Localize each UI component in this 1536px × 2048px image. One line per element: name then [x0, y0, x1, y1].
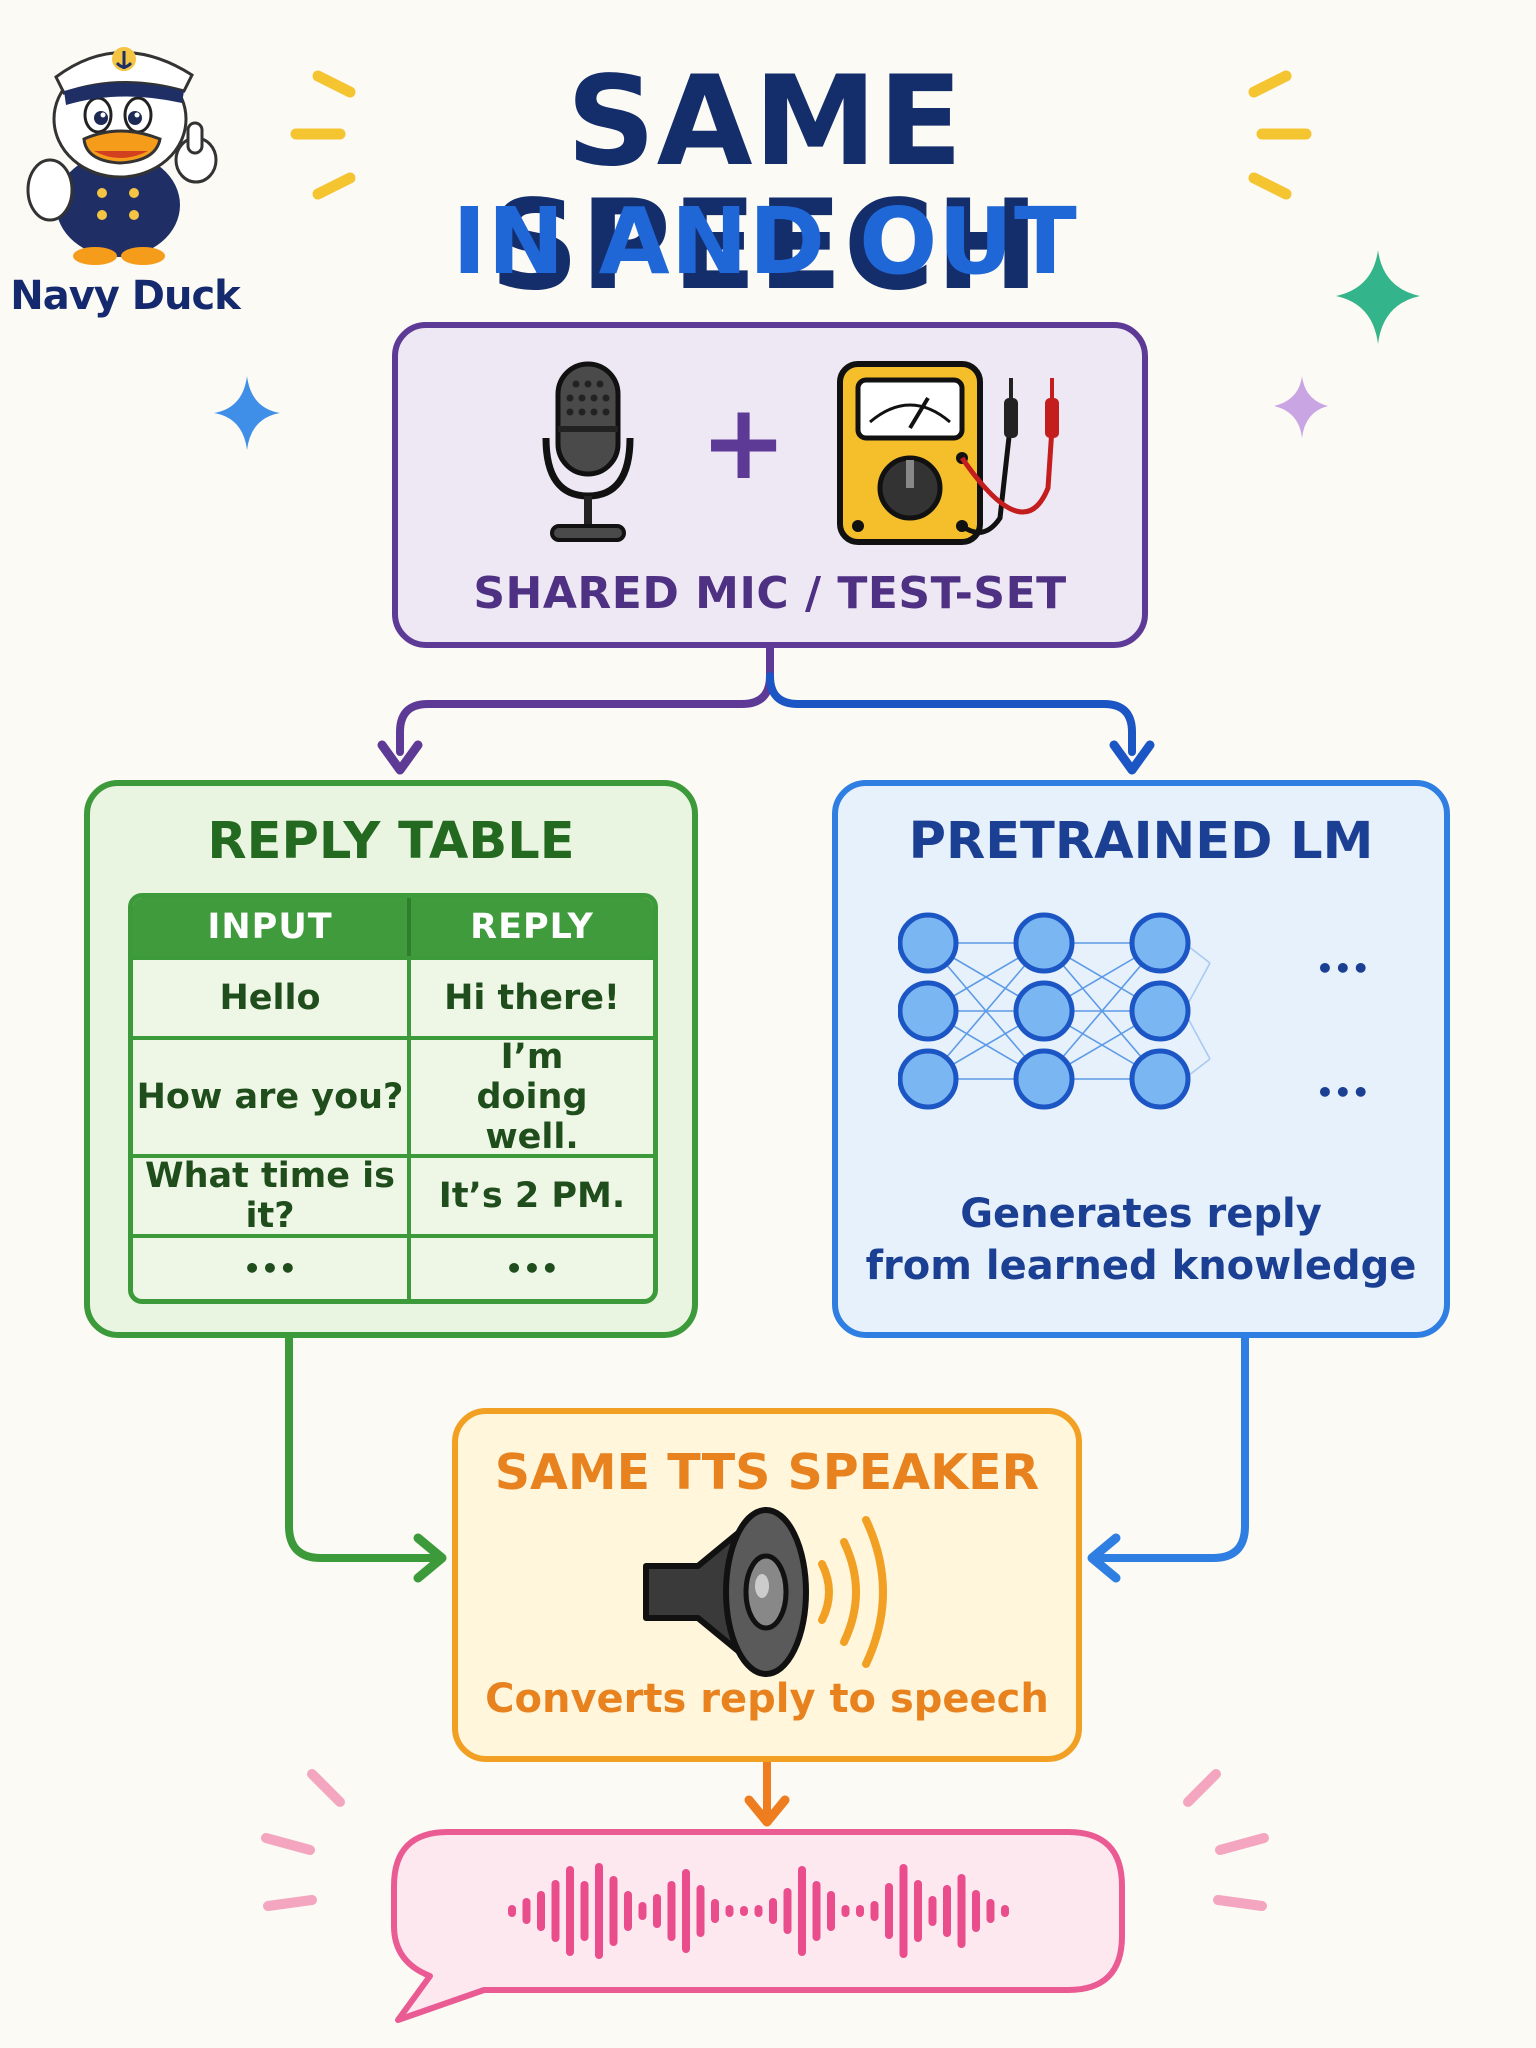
reply-table-heading: REPLY TABLE	[207, 812, 575, 871]
page-subtitle: IN AND OUT	[452, 188, 1078, 295]
tts-caption: Converts reply to speech	[485, 1676, 1049, 1722]
multimeter-icon	[837, 361, 1059, 545]
sound-wave-bar	[711, 1899, 719, 1923]
sound-wave-bar	[798, 1866, 806, 1956]
speech-output-bubble	[391, 1829, 1125, 2023]
sound-wave-bar	[595, 1863, 603, 1959]
table-header-row: INPUT REPLY	[133, 898, 653, 956]
microphone-icon	[542, 361, 634, 542]
sound-wave-bar	[580, 1881, 589, 1941]
sound-wave-bar	[754, 1905, 763, 1917]
input-source-caption: SHARED MIC / TEST-SET	[473, 568, 1067, 619]
column-header-input: INPUT	[133, 898, 411, 956]
network-node	[1129, 980, 1191, 1042]
sound-wave-bar	[740, 1906, 748, 1916]
sound-wave-bar	[609, 1876, 618, 1946]
plus-sign: +	[700, 381, 788, 503]
logo: Navy Duck	[10, 15, 241, 319]
network-ellipsis-top: •••	[1316, 952, 1370, 985]
sound-wave-bar	[696, 1885, 705, 1937]
input-source-box: + SHARED MIC / TEST-SET	[392, 322, 1148, 648]
sound-wave-bar	[856, 1905, 864, 1917]
sound-wave-bar	[551, 1880, 560, 1942]
duck-mascot-icon	[26, 47, 218, 265]
bubble-burst	[261, 1769, 1269, 1911]
pretrained-lm-box: PRETRAINED LM ••• ••• Generates reply fr…	[832, 780, 1450, 1338]
network-node	[1013, 1048, 1075, 1110]
reply-table: INPUT REPLY Hello Hi there! How are you?…	[128, 893, 658, 1304]
network-ellipsis-bottom: •••	[1316, 1076, 1370, 1109]
sound-wave-bar	[508, 1905, 516, 1917]
sound-wave-bar	[1001, 1905, 1009, 1917]
sound-wave-bar	[624, 1891, 632, 1931]
caption-line-1: Generates reply	[960, 1191, 1322, 1237]
sound-wave-bar	[725, 1905, 734, 1917]
page-title: SAME SPEECH	[489, 50, 1041, 318]
table-cell: How are you?	[133, 1040, 411, 1154]
tts-heading: SAME TTS SPEAKER	[494, 1444, 1040, 1501]
table-cell: Hi there!	[444, 977, 620, 1018]
pretrained-lm-caption: Generates reply from learned knowledge	[838, 1188, 1444, 1292]
table-cell: It’s 2 PM.	[438, 1175, 626, 1216]
table-row: What time is it? It’s 2 PM.	[133, 1154, 653, 1236]
network-node	[1129, 912, 1191, 974]
neural-network-icon	[898, 912, 1211, 1110]
caption-line-2: from learned knowledge	[865, 1243, 1417, 1289]
sound-wave-bar	[914, 1880, 922, 1942]
sound-wave-bar	[522, 1898, 531, 1924]
sparkle-icon	[1274, 376, 1328, 438]
table-cell: Hello	[133, 960, 411, 1036]
network-node	[1013, 912, 1075, 974]
reply-table-box: REPLY TABLE INPUT REPLY Hello Hi there! …	[84, 780, 698, 1338]
logo-text: Navy Duck	[10, 273, 241, 319]
sound-wave-bar	[957, 1874, 966, 1948]
table-row: Hello Hi there!	[133, 956, 653, 1036]
table-row: ••• •••	[133, 1234, 653, 1299]
network-node	[1013, 980, 1075, 1042]
network-node	[898, 912, 959, 974]
sound-wave-bar	[928, 1896, 937, 1926]
sound-wave-bar	[682, 1869, 690, 1953]
sound-wave-bar	[986, 1899, 995, 1923]
title-burst-right	[1248, 70, 1312, 200]
sound-wave-bar	[943, 1885, 951, 1937]
pretrained-lm-heading: PRETRAINED LM	[908, 812, 1374, 871]
table-cell: •••	[505, 1252, 559, 1286]
sound-wave-bar	[566, 1866, 574, 1956]
sound-wave-bar	[885, 1883, 893, 1939]
sound-wave-bar	[783, 1888, 792, 1934]
tts-speaker-box: SAME TTS SPEAKER Converts reply to speec…	[452, 1408, 1082, 1762]
sound-wave-bar	[899, 1864, 908, 1958]
sound-wave-bar	[870, 1901, 879, 1921]
network-node	[898, 1048, 959, 1110]
sound-wave-bar	[972, 1890, 980, 1932]
sound-wave-bar	[841, 1905, 850, 1917]
title-burst-left	[290, 70, 356, 200]
network-node	[898, 980, 959, 1042]
speaker-icon	[643, 1507, 887, 1677]
sound-wave-bar	[537, 1891, 545, 1931]
table-cell: What time is it?	[133, 1156, 411, 1236]
sound-wave-bar	[812, 1881, 821, 1941]
sound-wave-bar	[638, 1902, 647, 1920]
column-header-reply: REPLY	[470, 906, 594, 947]
sparkle-icon	[1336, 250, 1420, 344]
table-cell: I’m doing well.	[476, 1036, 588, 1158]
sound-wave-bar	[769, 1898, 777, 1924]
sound-wave-bar	[653, 1894, 661, 1928]
table-row: How are you? I’m doing well.	[133, 1036, 653, 1158]
sound-wave-bar	[667, 1881, 676, 1941]
sound-wave-icon	[508, 1863, 1009, 1959]
network-node	[1129, 1048, 1191, 1110]
sparkle-icon	[214, 376, 280, 450]
table-cell: •••	[133, 1238, 411, 1299]
sound-wave-bar	[827, 1891, 835, 1931]
